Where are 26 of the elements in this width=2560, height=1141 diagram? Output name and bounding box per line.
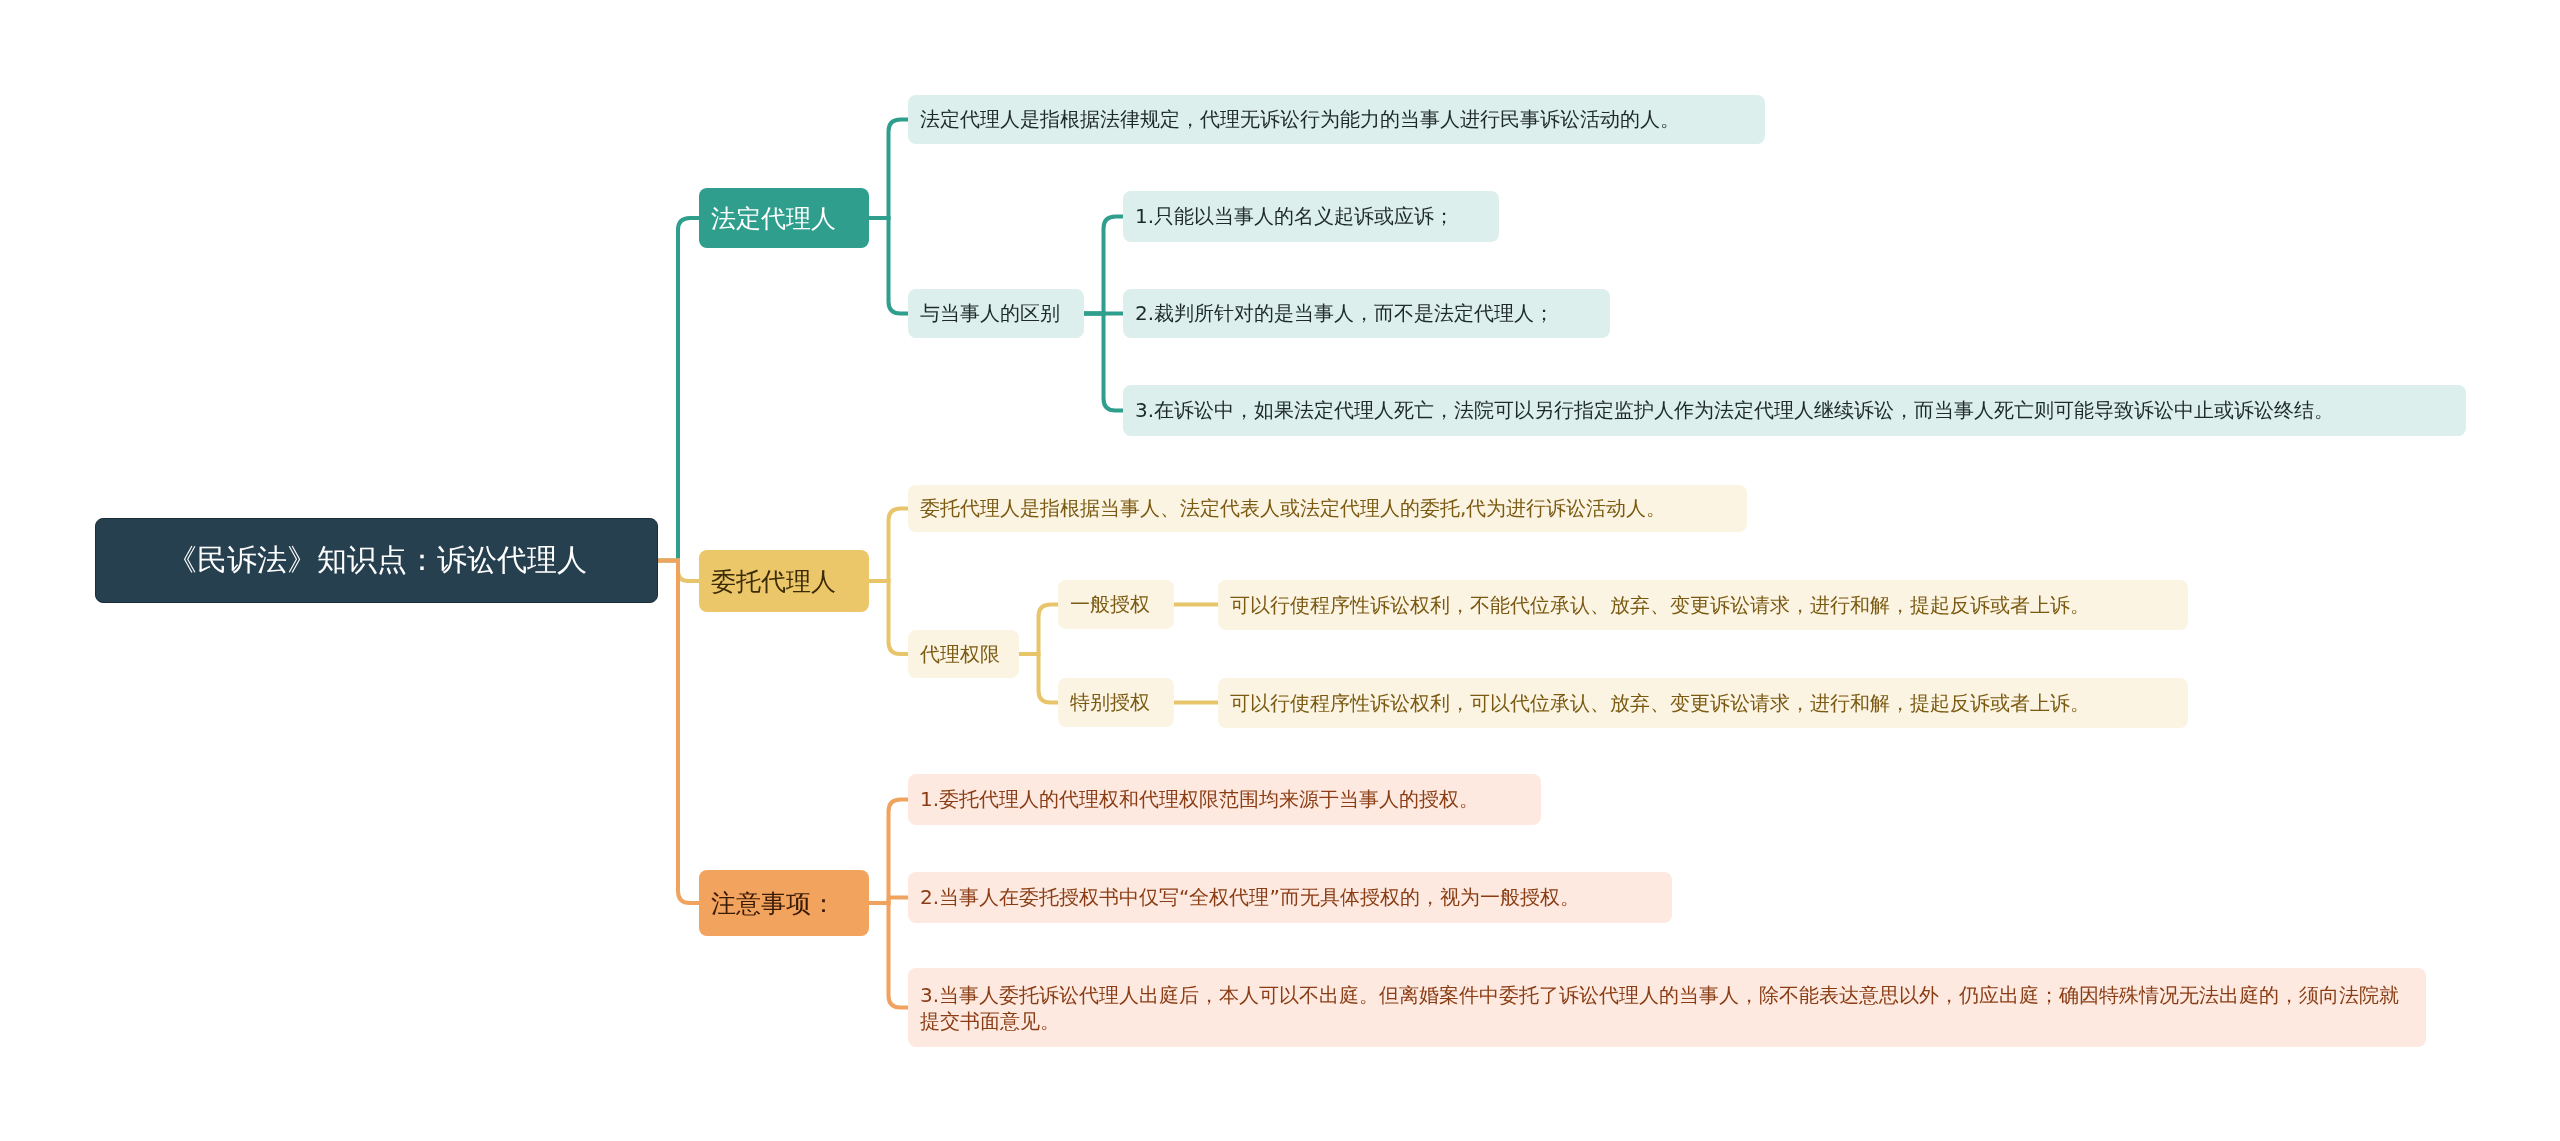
subtopic-box: 2.当事人在委托授权书中仅写“全权代理”而无具体授权的，视为一般授权。 <box>908 872 1672 923</box>
subtopic-box: 法定代理人是指根据法律规定，代理无诉讼行为能力的当事人进行民事诉讼活动的人。 <box>908 95 1765 144</box>
topic-box: 注意事项： <box>699 870 869 936</box>
subtopic-box: 可以行使程序性诉讼权利，不能代位承认、放弃、变更诉讼请求，进行和解，提起反诉或者上诉。 <box>1218 580 2188 630</box>
subtopic-box: 一般授权 <box>1058 580 1174 629</box>
connector-line <box>869 901 908 1010</box>
connector-line <box>1174 602 1218 607</box>
connector-line <box>1019 652 1058 705</box>
subtopic-box: 特别授权 <box>1058 678 1174 727</box>
connector-line <box>1174 700 1218 705</box>
subtopic-box: 1.只能以当事人的名义起诉或应诉； <box>1123 191 1499 242</box>
connector-line <box>1084 311 1123 413</box>
subtopic-box: 委托代理人是指根据当事人、法定代表人或法定代理人的委托,代为进行诉讼活动人。 <box>908 485 1747 532</box>
root-topic-box: 《民诉法》知识点：诉讼代理人 <box>95 518 658 603</box>
topic-box: 法定代理人 <box>699 188 869 248</box>
subtopic-box: 3.在诉讼中，如果法定代理人死亡，法院可以另行指定监护人作为法定代理人继续诉讼，而当事人死亡则可能导致诉讼中止或诉讼终结。 <box>1123 385 2466 436</box>
connector-line <box>869 579 908 656</box>
subtopic-box: 与当事人的区别 <box>908 289 1084 338</box>
connector-line <box>658 558 699 905</box>
connector-line <box>869 216 908 316</box>
subtopic-box: 可以行使程序性诉讼权利，可以代位承认、放弃、变更诉讼请求，进行和解，提起反诉或者上诉。 <box>1218 678 2188 728</box>
topic-box: 委托代理人 <box>699 550 869 612</box>
subtopic-box: 代理权限 <box>908 630 1019 678</box>
subtopic-box: 2.裁判所针对的是当事人，而不是法定代理人； <box>1123 289 1610 338</box>
subtopic-box: 3.当事人委托诉讼代理人出庭后，本人可以不出庭。但离婚案件中委托了诉讼代理人的当事人，除不能表达意思以外，仍应出庭；确因特殊情况无法出庭的，须向法院就提交书面意见。 <box>908 968 2426 1047</box>
subtopic-box: 1.委托代理人的代理权和代理权限范围均来源于当事人的授权。 <box>908 774 1541 825</box>
